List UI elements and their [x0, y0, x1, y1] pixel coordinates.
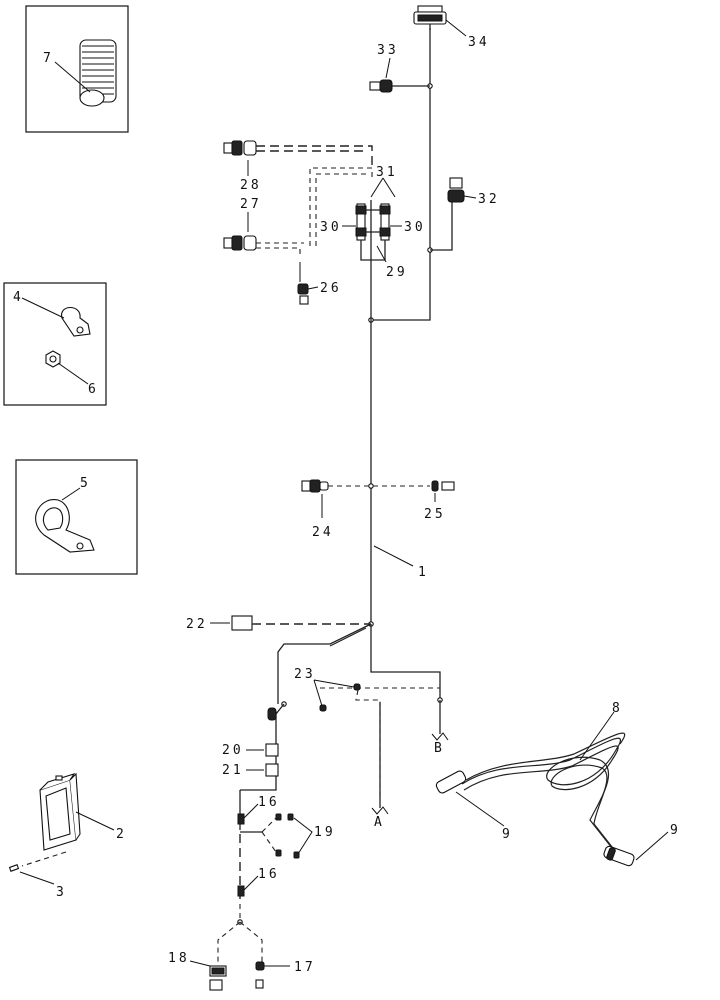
connector-26 — [297, 283, 309, 305]
connector-34 — [413, 5, 447, 30]
callout-16-lower: 16 — [258, 867, 280, 882]
clamp-part — [61, 306, 91, 337]
callout-6: 6 — [88, 382, 99, 397]
callout-4: 4 — [13, 290, 24, 305]
callout-26: 26 — [320, 281, 342, 296]
sensor-cable-8 — [461, 732, 626, 853]
callout-27: 27 — [240, 197, 262, 212]
callout-7: 7 — [43, 51, 54, 66]
connector-24 — [301, 479, 329, 493]
inset-box-conduit: 7 — [25, 5, 129, 133]
callout-9-left: 9 — [502, 827, 513, 842]
callout-22: 22 — [186, 617, 208, 632]
callout-9-right: 9 — [670, 823, 681, 838]
conduit-part — [79, 39, 117, 107]
callout-17: 17 — [294, 960, 316, 975]
relay-block-30 — [355, 203, 391, 241]
connector-19 — [275, 813, 300, 859]
screw-3 — [8, 864, 20, 872]
connector-20 — [265, 707, 279, 757]
ref-b-label: B — [434, 741, 445, 756]
callout-25: 25 — [424, 507, 446, 522]
callout-5: 5 — [80, 476, 91, 491]
sensor-9-left — [435, 770, 467, 794]
callout-32: 32 — [478, 192, 500, 207]
inset-box-p-clamp: 5 — [15, 459, 138, 575]
sensor-9-right — [603, 845, 635, 867]
connector-32 — [447, 177, 465, 203]
nut-part — [45, 350, 61, 368]
callout-3: 3 — [56, 885, 67, 900]
callout-1: 1 — [418, 565, 429, 580]
connector-27 — [223, 235, 257, 251]
callout-21: 21 — [222, 763, 244, 778]
connector-16-lower — [237, 885, 245, 897]
callout-34: 34 — [468, 35, 490, 50]
connector-21 — [265, 763, 279, 777]
callout-30-left: 30 — [320, 220, 342, 235]
callout-20: 20 — [222, 743, 244, 758]
callout-28: 28 — [240, 178, 262, 193]
component-22 — [231, 615, 253, 631]
callout-19: 19 — [314, 825, 336, 840]
p-clamp-part — [35, 499, 95, 553]
connector-18 — [209, 965, 227, 991]
connector-16-upper — [237, 813, 245, 825]
callout-8: 8 — [612, 701, 623, 716]
module-2 — [39, 772, 81, 851]
inset-box-clamp-nut: 4 6 — [3, 282, 107, 406]
callout-18: 18 — [168, 951, 190, 966]
callout-29: 29 — [386, 265, 408, 280]
connector-33 — [369, 79, 393, 93]
callout-33: 33 — [377, 43, 399, 58]
callout-24: 24 — [312, 525, 334, 540]
connector-25 — [431, 480, 455, 492]
ref-a-label: A — [374, 815, 385, 830]
connector-17 — [255, 961, 265, 989]
callout-2: 2 — [116, 827, 127, 842]
callout-23: 23 — [294, 667, 316, 682]
connector-23 — [319, 683, 361, 712]
callout-30-right: 30 — [404, 220, 426, 235]
callout-31: 31 — [376, 165, 398, 180]
callout-16-upper: 16 — [258, 795, 280, 810]
connector-28 — [223, 140, 257, 156]
